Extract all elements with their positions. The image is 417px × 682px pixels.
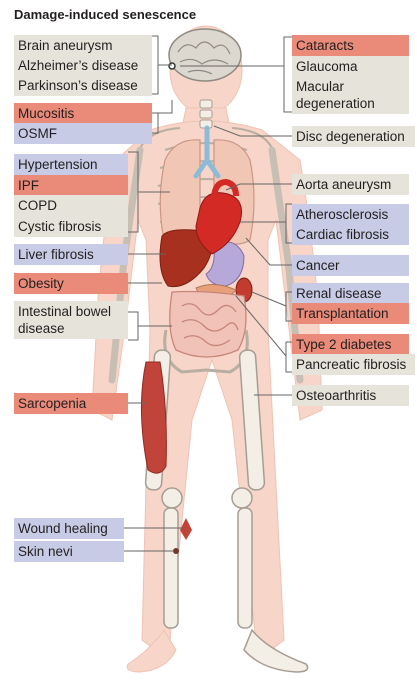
label-sarcopenia: Sarcopenia <box>14 393 128 414</box>
label-atherosclerosis: Atherosclerosis <box>292 204 409 225</box>
label-liver-fibrosis: Liver fibrosis <box>14 244 128 265</box>
label-disc-degeneration: Disc degeneration <box>292 126 415 147</box>
label-type2-diabetes: Type 2 diabetes <box>292 334 409 355</box>
label-wound-healing: Wound healing <box>14 518 124 539</box>
label-ipf: IPF <box>14 175 128 196</box>
spine <box>200 100 212 128</box>
label-brain-aneurysm: Brain aneurysm <box>14 35 152 56</box>
brain <box>169 29 241 81</box>
label-obesity: Obesity <box>14 273 128 294</box>
label-pancreatic-fibrosis: Pancreatic fibrosis <box>292 354 415 375</box>
label-osmf: OSMF <box>14 123 152 144</box>
label-parkinsons: Parkinson’s disease <box>14 75 152 96</box>
label-renal-disease: Renal disease <box>292 283 409 304</box>
label-hypertension: Hypertension <box>14 154 128 175</box>
label-copd: COPD <box>14 195 128 216</box>
intestines <box>170 292 246 358</box>
label-cataracts: Cataracts <box>292 35 409 56</box>
eye <box>169 63 175 69</box>
label-glaucoma: Glaucoma <box>292 56 409 77</box>
label-osteoarthritis: Osteoarthritis <box>292 385 409 406</box>
label-intestinal-bowel-disease: Intestinal bowel disease <box>14 301 128 339</box>
thigh-muscle <box>141 362 166 473</box>
label-cancer: Cancer <box>292 255 409 276</box>
label-mucositis: Mucositis <box>14 103 152 124</box>
figure-title: Damage-induced senescence <box>14 7 196 22</box>
label-alzheimers: Alzheimer’s disease <box>14 55 152 76</box>
label-aorta-aneurysm: Aorta aneurysm <box>292 174 409 195</box>
label-transplantation: Transplantation <box>292 303 409 324</box>
label-cardiac-fibrosis: Cardiac fibrosis <box>292 224 409 245</box>
label-macular-degeneration: Macular degeneration <box>292 76 409 114</box>
label-skin-nevi: Skin nevi <box>14 541 124 562</box>
label-cystic-fibrosis: Cystic fibrosis <box>14 216 128 237</box>
